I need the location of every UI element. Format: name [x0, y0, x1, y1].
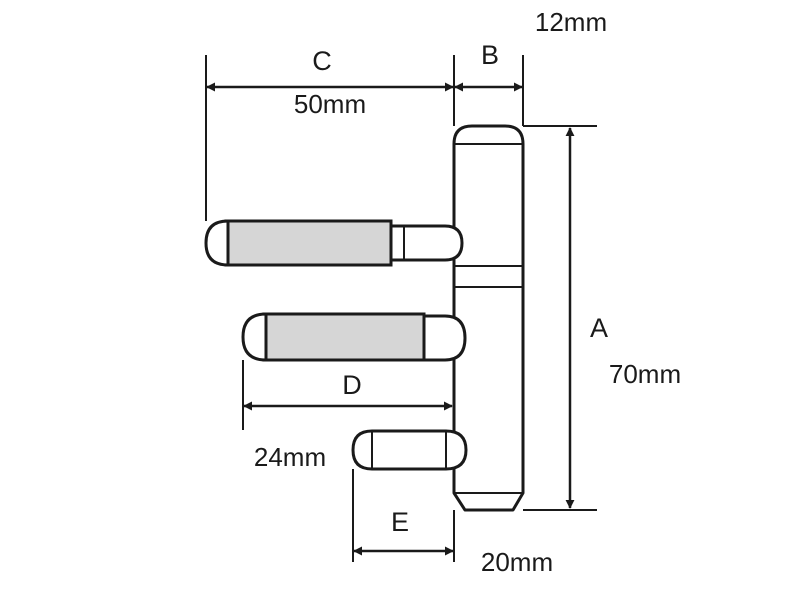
dimension-e: E 20mm — [353, 507, 553, 577]
top-pin-sleeve — [224, 219, 393, 267]
dimension-c-value: 50mm — [294, 89, 366, 119]
dimension-b: B 12mm — [454, 7, 607, 92]
top-pin — [204, 219, 464, 267]
dimension-a-letter: A — [590, 313, 608, 343]
dimension-d: D 24mm — [243, 370, 453, 472]
dimension-b-value: 12mm — [535, 7, 607, 37]
dimension-c: C 50mm — [206, 46, 454, 119]
dimension-c-letter: C — [312, 46, 332, 76]
hinge-barrel — [452, 124, 525, 512]
extension-lines — [205, 55, 597, 562]
bottom-pin — [351, 429, 468, 471]
dimension-a: A 70mm — [565, 127, 681, 509]
dimension-a-value: 70mm — [609, 359, 681, 389]
middle-pin-sleeve — [262, 312, 426, 362]
dimension-d-letter: D — [342, 370, 362, 400]
middle-pin — [241, 312, 467, 362]
dimension-e-letter: E — [391, 507, 409, 537]
dimension-e-value: 20mm — [481, 547, 553, 577]
dimension-d-value: 24mm — [254, 442, 326, 472]
dimension-b-letter: B — [481, 40, 499, 70]
